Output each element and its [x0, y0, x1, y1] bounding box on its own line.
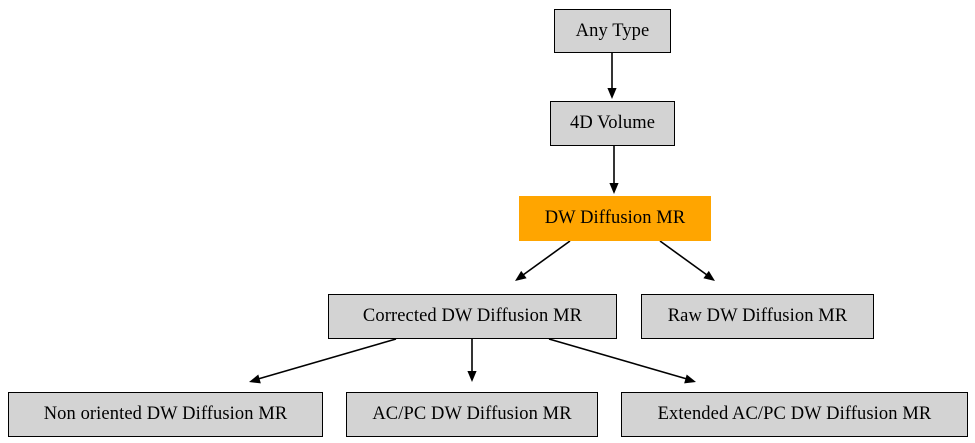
node-extended-acpc-dw-diffusion-mr[interactable]: Extended AC/PC DW Diffusion MR: [621, 392, 968, 437]
node-label-acpc-dw-diffusion-mr: AC/PC DW Diffusion MR: [372, 404, 572, 425]
node-label-dw-diffusion-mr: DW Diffusion MR: [544, 208, 686, 229]
node-label-4d-volume: 4D Volume: [569, 113, 656, 134]
node-label-non-oriented-dw-diffusion-mr: Non oriented DW Diffusion MR: [43, 404, 288, 425]
node-any-type[interactable]: Any Type: [554, 9, 671, 53]
node-label-extended-acpc-dw-diffusion-mr: Extended AC/PC DW Diffusion MR: [657, 404, 932, 425]
node-acpc-dw-diffusion-mr[interactable]: AC/PC DW Diffusion MR: [346, 392, 598, 437]
edge-4d-volume-to-dw-diffusion-mr: [609, 146, 619, 194]
edge-4d-volume-to-dw-diffusion-mr-arrowhead: [609, 183, 619, 194]
edge-corrected-to-extended-acpc: [548, 338, 696, 384]
node-corrected-dw-diffusion-mr[interactable]: Corrected DW Diffusion MR: [328, 294, 617, 339]
node-label-corrected-dw-diffusion-mr: Corrected DW Diffusion MR: [362, 306, 583, 327]
edge-any-type-to-4d-volume: [607, 53, 617, 99]
edge-corrected-to-acpc-arrowhead: [467, 371, 477, 382]
node-non-oriented-dw-diffusion-mr[interactable]: Non oriented DW Diffusion MR: [8, 392, 323, 437]
node-label-raw-dw-diffusion-mr: Raw DW Diffusion MR: [667, 306, 848, 327]
edge-dw-diffusion-mr-to-raw-arrowhead: [703, 270, 715, 281]
edge-corrected-to-acpc: [467, 339, 477, 382]
node-dw-diffusion-mr[interactable]: DW Diffusion MR: [519, 196, 711, 241]
edge-dw-diffusion-mr-to-corrected: [515, 240, 571, 281]
edge-corrected-to-non-oriented-arrowhead: [249, 374, 261, 384]
node-label-any-type: Any Type: [575, 20, 650, 41]
edge-dw-diffusion-mr-to-raw: [659, 240, 715, 281]
edge-corrected-to-non-oriented: [249, 338, 397, 384]
edge-dw-diffusion-mr-to-corrected-arrowhead: [515, 270, 527, 281]
edge-corrected-to-extended-acpc-arrowhead: [684, 374, 696, 384]
edge-any-type-to-4d-volume-arrowhead: [607, 88, 617, 99]
node-4d-volume[interactable]: 4D Volume: [550, 101, 675, 146]
node-raw-dw-diffusion-mr[interactable]: Raw DW Diffusion MR: [641, 294, 874, 339]
